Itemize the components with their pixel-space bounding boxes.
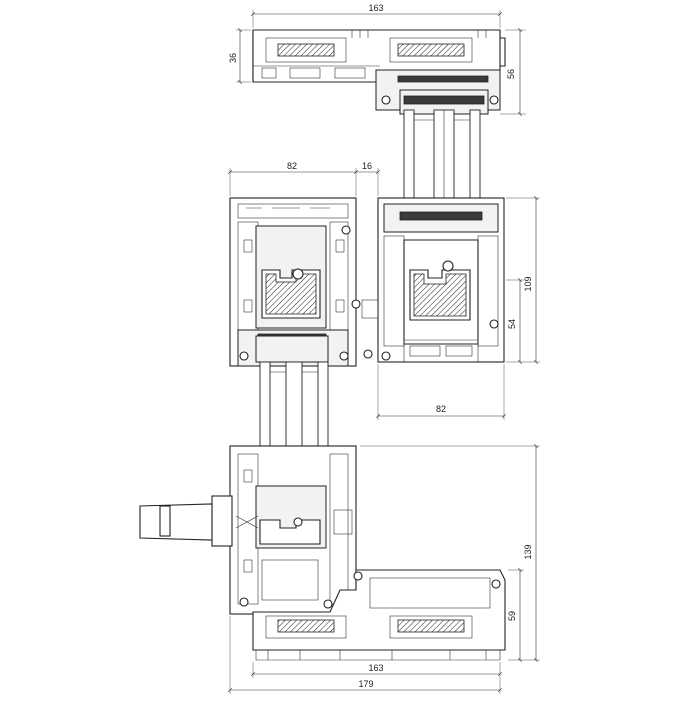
dimension-label-bottom-total-width: 179: [358, 679, 373, 689]
dimension-label-bottom-width: 163: [368, 663, 383, 673]
middle-right-frame-profile: [361, 197, 505, 363]
dimension-label-mid-width: 82: [287, 161, 297, 171]
dimension-top-width: 163: [253, 3, 500, 28]
window-handle: [139, 495, 259, 547]
top-frame-reinforcement-left: [277, 43, 335, 57]
dimension-label-right-height: 109: [523, 276, 533, 291]
dimension-mid-width: 82 16: [230, 161, 378, 196]
dimension-top-left-height: 36: [228, 30, 251, 82]
dimension-label-top-right-height: 56: [506, 69, 516, 79]
dimension-right-heights: 109 54: [506, 198, 540, 362]
dimension-bottom-widths: 163 179: [230, 616, 500, 694]
dimension-label-right-width: 82: [436, 404, 446, 414]
dimension-label-right-inner-height: 54: [507, 319, 517, 329]
bottom-sash-frame-profile: [229, 445, 357, 615]
dimension-label-top-width: 163: [368, 3, 383, 13]
dimension-label-mid-offset: 16: [362, 161, 372, 171]
bottom-frame-reinforcement-right: [397, 619, 465, 633]
dimension-label-bottom-height: 139: [523, 544, 533, 559]
dimension-bottom-heights: 139 59: [360, 446, 540, 660]
bottom-frame-reinforcement-left: [277, 619, 335, 633]
bottom-frame-profile: [252, 569, 506, 661]
dimension-top-right-height: 56: [500, 30, 526, 114]
dimension-label-bottom-inner-height: 59: [507, 611, 517, 621]
dimension-label-top-left-height: 36: [228, 53, 238, 63]
dimension-right-width: 82: [378, 364, 504, 420]
top-frame-reinforcement-right: [397, 43, 465, 57]
